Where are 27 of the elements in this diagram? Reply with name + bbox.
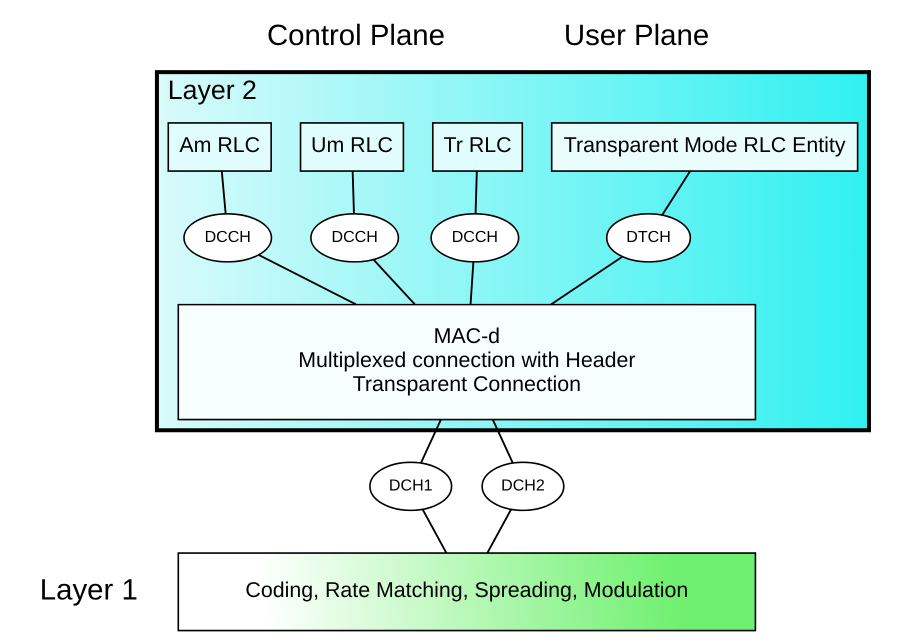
node-box: Tr RLC: [431, 122, 523, 172]
node-label: Layer 1: [39, 573, 138, 606]
node-label: Layer 2: [167, 74, 256, 105]
connector: [220, 171, 226, 214]
connector: [258, 254, 356, 306]
node-box: MAC-d Multiplexed connection with Header Transparent Connection: [177, 304, 756, 420]
cluster: [154, 70, 870, 432]
label: Control Plane: [266, 18, 444, 52]
node-ellipse: DCH2: [480, 461, 564, 512]
connector: [660, 171, 690, 216]
connector: [486, 509, 512, 554]
node-box: Coding, Rate Matching, Spreading, Modulation: [177, 552, 756, 632]
node-box: Um RLC: [299, 122, 404, 172]
label: User Plane: [563, 18, 709, 52]
node-box: Am RLC: [166, 122, 272, 172]
node-ellipse: DCH1: [368, 461, 452, 512]
node-ellipse: DCCH: [310, 212, 399, 263]
node-ellipse: DCCH: [430, 212, 519, 263]
node-ellipse: DCCH: [182, 212, 272, 263]
connector: [351, 171, 354, 214]
connector: [372, 259, 415, 305]
connector: [550, 256, 622, 306]
connector: [469, 262, 474, 304]
connector: [474, 171, 478, 214]
node-ellipse: DTCH: [605, 212, 691, 263]
connector: [421, 509, 447, 554]
node-box: Transparent Mode RLC Entity: [550, 122, 858, 172]
